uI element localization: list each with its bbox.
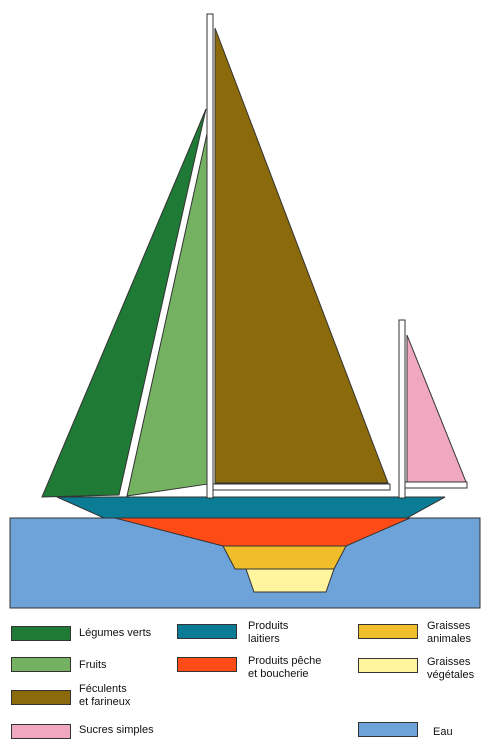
rear-mast [399,320,405,498]
sail-simple-sugars [407,335,466,482]
legend-swatch-produits-laitiers [177,624,237,639]
keel-vegetable-fats [246,569,334,592]
legend-label-graisses-animales: Graisses animales [427,620,471,646]
hull-dairy [57,497,445,518]
legend-swatch-graisses-animales [358,624,418,639]
main-boom [213,484,390,490]
legend-swatch-graisses-vegetales [358,658,418,673]
sail-starch [215,28,388,483]
legend-label-feculents: Féculents et farineux [79,683,130,709]
legend-label-fruits: Fruits [79,659,107,672]
legend-label-eau: Eau [433,726,453,739]
legend-label-produits-peche-boucherie: Produits pêche et boucherie [248,655,321,681]
legend-swatch-fruits [11,657,71,672]
legend-label-sucres-simples: Sucres simples [79,724,154,737]
legend-label-produits-laitiers: Produits laitiers [248,620,288,646]
legend-swatch-eau [358,722,418,737]
legend-swatch-sucres-simples [11,724,71,739]
main-mast [207,14,213,498]
legend-label-graisses-vegetales: Graisses végétales [427,656,474,682]
legend-label-legumes-verts: Légumes verts [79,627,151,640]
legend-swatch-produits-peche-boucherie [177,657,237,672]
legend-swatch-legumes-verts [11,626,71,641]
keel-animal-fats [223,546,346,569]
legend-swatch-feculents [11,690,71,705]
rear-boom [405,482,467,488]
